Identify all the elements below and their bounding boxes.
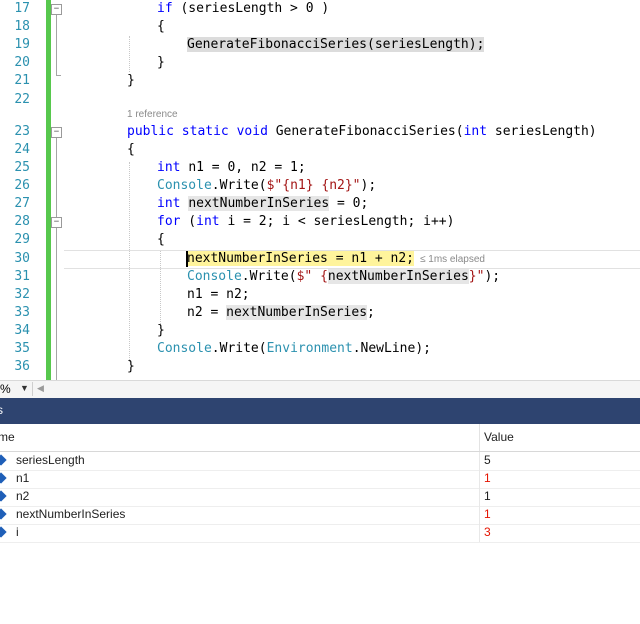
variable-name: i	[16, 525, 19, 539]
line-number: 27	[14, 196, 30, 211]
locals-row[interactable]: seriesLength 5	[0, 452, 640, 471]
perf-tip: ≤ 1ms elapsed	[420, 254, 485, 265]
variable-value[interactable]: 3	[484, 525, 491, 539]
cell-divider	[479, 524, 480, 542]
column-divider[interactable]	[479, 424, 480, 454]
reference-codelens[interactable]: 1 reference	[127, 109, 178, 120]
line-number: 22	[14, 92, 30, 107]
code-line-23: public static void GenerateFibonacciSeri…	[127, 124, 597, 139]
code-editor[interactable]: 17 18 19 20 21 22 23 24 25 26 27 28 29 3…	[0, 0, 640, 380]
local-variable-icon	[0, 490, 7, 502]
cell-divider	[479, 488, 480, 506]
variable-name: nextNumberInSeries	[16, 507, 126, 521]
collapse-region-icon[interactable]: −	[51, 217, 62, 228]
code-line-36: }	[127, 359, 135, 374]
indent-guide	[129, 162, 130, 362]
variable-name: n2	[16, 489, 30, 503]
code-line-25: int n1 = 0, n2 = 1;	[157, 160, 306, 175]
line-number: 33	[14, 305, 30, 320]
local-variable-icon	[0, 526, 7, 538]
code-line-27: int nextNumberInSeries = 0;	[157, 196, 369, 211]
line-number: 25	[14, 160, 30, 175]
text-caret	[186, 251, 188, 267]
variable-name: n1	[16, 471, 30, 485]
code-line-33: n2 = nextNumberInSeries;	[187, 305, 375, 320]
locals-row[interactable]: n2 1	[0, 488, 640, 507]
line-number: 28	[14, 214, 30, 229]
cell-divider	[479, 506, 480, 524]
locals-row[interactable]: i 3	[0, 524, 640, 543]
variable-value[interactable]: 1	[484, 507, 491, 521]
outline-guide-end	[56, 75, 61, 76]
line-number: 30	[14, 251, 30, 266]
editor-status-bar: % ▼ ◀	[0, 380, 640, 398]
code-line-26: Console.Write($"{n1} {n2}");	[157, 178, 377, 193]
line-number: 18	[14, 19, 30, 34]
header-divider	[0, 451, 640, 452]
line-number: 20	[14, 55, 30, 70]
line-number: 17	[14, 1, 30, 16]
line-number: 26	[14, 178, 30, 193]
local-variable-icon	[0, 508, 7, 520]
line-number: 29	[14, 232, 30, 247]
outline-guide	[56, 15, 57, 75]
current-statement-highlight	[64, 250, 640, 269]
collapse-region-icon[interactable]: −	[51, 4, 62, 15]
change-tracking-bar	[46, 0, 51, 380]
line-number: 21	[14, 73, 30, 88]
code-line-30-current-statement: nextNumberInSeries = n1 + n2;	[187, 251, 414, 266]
code-line-28: for (int i = 2; i < seriesLength; i++)	[157, 214, 455, 229]
column-header-value[interactable]: Value	[484, 430, 514, 444]
local-variable-icon	[0, 454, 7, 466]
line-number: 32	[14, 287, 30, 302]
zoom-dropdown-icon[interactable]: ▼	[20, 383, 29, 393]
variable-value[interactable]: 1	[484, 489, 491, 503]
line-number: 19	[14, 37, 30, 52]
indent-guide	[160, 250, 161, 328]
code-line-31: Console.Write($" {nextNumberInSeries}");	[187, 269, 501, 284]
separator	[32, 382, 33, 396]
code-line-35: Console.Write(Environment.NewLine);	[157, 341, 431, 356]
locals-row[interactable]: n1 1	[0, 470, 640, 489]
line-number: 34	[14, 323, 30, 338]
code-line-21: }	[127, 73, 135, 88]
variable-value[interactable]: 1	[484, 471, 491, 485]
code-line-32: n1 = n2;	[187, 287, 250, 302]
cell-divider	[479, 470, 480, 488]
line-number: 36	[14, 359, 30, 374]
indent-guide	[129, 36, 130, 72]
locals-window: me Value seriesLength 5 n1 1 n2 1 nextNu…	[0, 424, 640, 624]
scroll-left-icon[interactable]: ◀	[37, 383, 44, 393]
cell-divider	[479, 452, 480, 470]
column-header-name[interactable]: me	[0, 430, 15, 444]
code-line-17: if (seriesLength > 0 )	[157, 1, 330, 16]
code-line-34: }	[157, 323, 165, 338]
variable-name: seriesLength	[16, 453, 85, 467]
code-line-24: {	[127, 142, 135, 157]
line-number: 31	[14, 269, 30, 284]
code-line-19: GenerateFibonacciSeries(seriesLength);	[187, 37, 485, 52]
locals-row[interactable]: nextNumberInSeries 1	[0, 506, 640, 525]
variable-value[interactable]: 5	[484, 453, 491, 467]
code-line-29: {	[157, 232, 165, 247]
line-number: 24	[14, 142, 30, 157]
locals-window-title: s	[0, 403, 3, 417]
outline-guide	[56, 138, 57, 380]
zoom-level[interactable]: %	[0, 382, 11, 396]
code-line-20: }	[157, 55, 165, 70]
collapse-region-icon[interactable]: −	[51, 127, 62, 138]
local-variable-icon	[0, 472, 7, 484]
code-line-18: {	[157, 19, 165, 34]
locals-window-title-bar[interactable]: s	[0, 398, 640, 424]
line-number: 35	[14, 341, 30, 356]
line-number: 23	[14, 124, 30, 139]
